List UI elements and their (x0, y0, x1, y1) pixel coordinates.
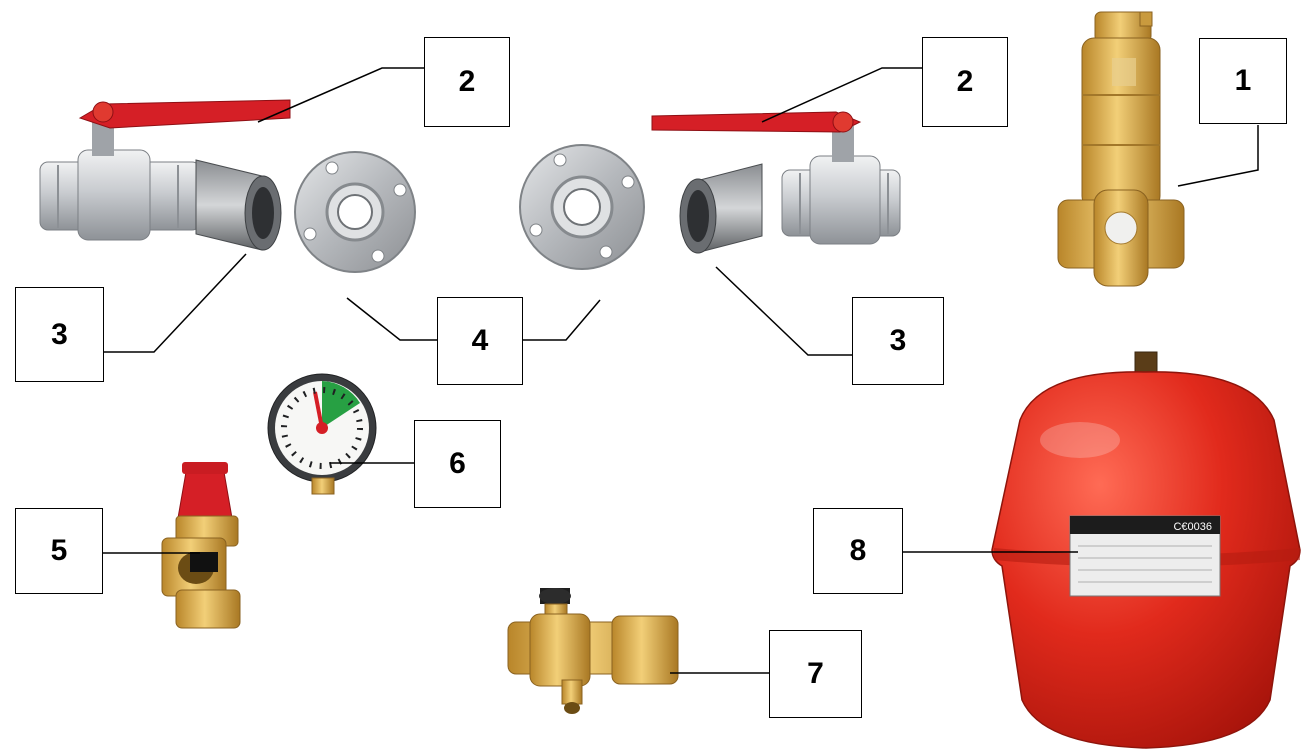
leader-line-3-right (715, 266, 853, 356)
ball-valve-right (651, 111, 901, 245)
callout-3-right: 3 (852, 297, 944, 385)
hex-nipple-left (195, 159, 282, 251)
leader-lines (103, 67, 1259, 674)
leader-line-4-right (522, 299, 601, 341)
pressure-gauge (267, 373, 377, 495)
hex-nipple-right (679, 163, 763, 254)
leader-line-4-left (346, 297, 438, 341)
callout-1: 1 (1199, 38, 1287, 124)
safety-valve (161, 462, 241, 629)
callout-7: 7 (769, 630, 862, 718)
callout-6: 6 (414, 420, 501, 508)
leader-line-2-right (761, 67, 923, 123)
callout-5: 5 (15, 508, 103, 594)
leader-line-1 (1177, 125, 1259, 187)
leader-line-2-left (257, 67, 425, 123)
leader-line-3-left (104, 253, 247, 353)
callout-2-right: 2 (922, 37, 1008, 127)
callout-3-left: 3 (15, 287, 104, 382)
shutoff-valve (507, 588, 679, 714)
flange-right (519, 144, 645, 270)
flange-left (294, 151, 416, 273)
callout-4: 4 (437, 297, 523, 385)
expansion-tank: C€0036 (991, 351, 1301, 749)
air-separator (1057, 11, 1185, 287)
callout-2-left: 2 (424, 37, 510, 127)
callout-8: 8 (813, 508, 903, 594)
tank-plate-mark: C€0036 (1173, 521, 1212, 533)
ball-valve-left (39, 99, 291, 241)
